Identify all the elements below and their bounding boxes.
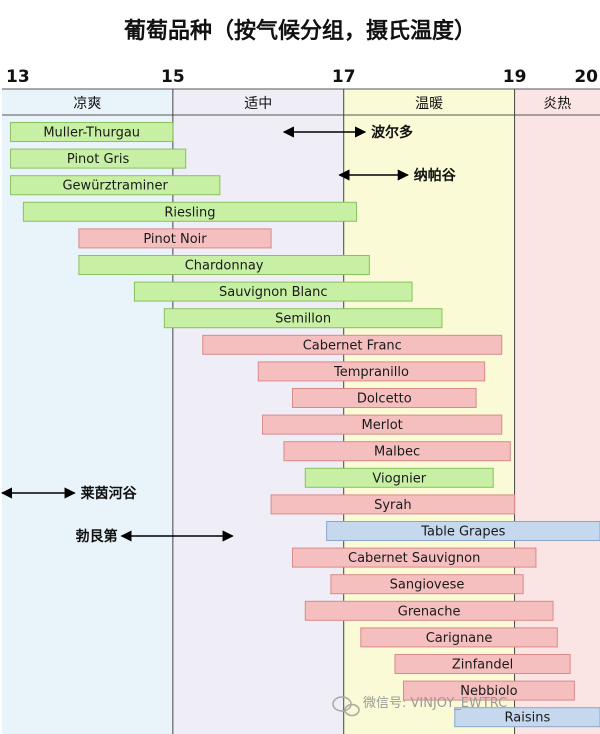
bar-label: Riesling	[164, 205, 215, 220]
bar-label: Cabernet Franc	[303, 338, 402, 353]
zone-band-2	[343, 89, 515, 734]
region-label-3: 勃艮第	[76, 528, 118, 545]
climate-zones: 凉爽 适中 温暖 炎热	[2, 88, 600, 734]
watermark: 微信号: VINJOY_EWTRC	[332, 696, 507, 717]
bar-label: Pinot Noir	[143, 232, 207, 247]
bar-table-grapes	[326, 521, 600, 541]
bar-cabernet-sauvignon	[291, 547, 537, 568]
bar-label: Semillon	[275, 312, 331, 327]
x-tick-17: 17	[332, 67, 356, 87]
bar-pinot-noir	[78, 228, 272, 249]
zone-band-3	[514, 89, 600, 734]
x-tick-13: 13	[6, 67, 30, 87]
bar-label: Malbec	[374, 445, 420, 460]
bar-label: Pinot Gris	[67, 152, 130, 167]
bar-label: Sangiovese	[390, 578, 465, 593]
bar-label: Sauvignon Blanc	[219, 285, 327, 300]
bar-label: Carignane	[426, 631, 493, 646]
bar-label: Nebbiolo	[460, 684, 517, 699]
bar-sangiovese	[330, 574, 524, 595]
bar-syrah	[270, 494, 516, 515]
wechat-icon	[332, 696, 360, 717]
zone-band-0	[2, 89, 173, 734]
bar-nebbiolo	[403, 680, 575, 701]
bar-dolcetto	[291, 388, 477, 408]
bar-label: Gewürztraminer	[62, 179, 168, 194]
bar-label: Syrah	[374, 498, 412, 513]
bar-chardonnay	[78, 255, 370, 275]
zone-band-1	[172, 89, 344, 734]
bar-label: Merlot	[362, 418, 403, 433]
bar-riesling	[22, 201, 358, 222]
bar-muller-thurgau	[10, 122, 174, 142]
bar-label: Chardonnay	[185, 259, 264, 274]
bar-tempranillo	[257, 361, 486, 382]
bar-raisins	[454, 707, 600, 728]
bar-carignane	[360, 627, 558, 648]
bar-label: Tempranillo	[333, 365, 409, 380]
zone-label-1: 适中	[244, 96, 272, 112]
x-tick-19: 19	[503, 67, 527, 87]
bar-label: Viognier	[372, 471, 426, 486]
zone-label-2: 温暖	[415, 96, 443, 112]
bar-cabernet-franc	[202, 334, 503, 355]
chart-title: 葡萄品种（按气候分组，摄氏温度）	[123, 18, 476, 44]
x-tick-20: 20	[574, 67, 598, 87]
bar-merlot	[262, 414, 503, 435]
bar-sauvignon-blanc	[133, 281, 413, 302]
bar-grenache	[304, 600, 554, 621]
zone-label-0: 凉爽	[73, 96, 101, 112]
bar-label: Grenache	[398, 604, 461, 619]
bar-gew-rztraminer	[10, 175, 221, 196]
svg-text:微信号: VINJOY_EWTRC: 微信号: VINJOY_EWTRC	[363, 696, 507, 711]
bar-label: Zinfandel	[452, 658, 513, 673]
bar-semillon	[163, 308, 443, 329]
x-tick-15: 15	[161, 67, 185, 87]
zone-label-3: 炎热	[543, 96, 571, 112]
bar-label: Cabernet Sauvignon	[348, 551, 480, 566]
bar-zinfandel	[394, 654, 571, 674]
region-label-1: 纳帕谷	[414, 167, 457, 184]
bar-label: Raisins	[505, 711, 551, 726]
bar-viognier	[304, 467, 494, 488]
region-label-2: 莱茵河谷	[81, 485, 138, 502]
bar-pinot-gris	[10, 148, 187, 169]
region-label-0: 波尔多	[371, 124, 413, 141]
bar-label: Muller-Thurgau	[43, 126, 140, 141]
bar-malbec	[283, 441, 511, 462]
bar-label: Dolcetto	[357, 392, 412, 407]
x-axis-ticks: 13 15 17 19 20	[6, 67, 598, 734]
bar-label: Table Grapes	[420, 525, 505, 540]
